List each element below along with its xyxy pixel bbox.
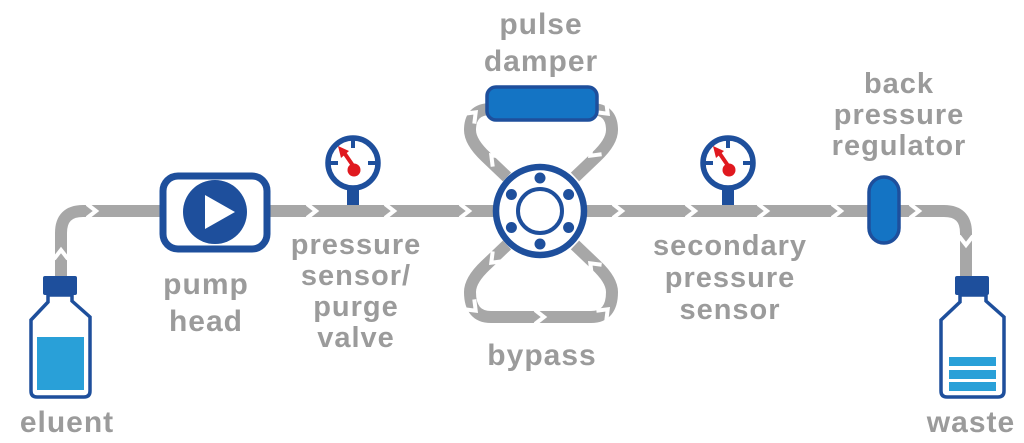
play-icon [205, 195, 235, 229]
label-back-pressure-regulator: back pressure regulator [831, 68, 967, 162]
chevron-arrow-icon [488, 251, 503, 266]
gauge-ticks [704, 139, 752, 165]
bottle-body [939, 293, 1006, 399]
chevron-arrow-icon [464, 299, 479, 314]
gauge-ticks [329, 139, 377, 165]
pulse-damper-icon [485, 85, 599, 122]
gauge-needle-arrowhead [713, 146, 724, 158]
eluent-bottle-icon [29, 276, 92, 399]
chevron-arrow-icon [533, 308, 548, 326]
chevron-arrow-icon [830, 202, 845, 220]
label-waste: waste [926, 406, 1016, 439]
valve-bolt [563, 222, 575, 233]
chevron-arrow-icon [908, 202, 923, 220]
chevron-arrow-icon [85, 202, 100, 220]
chevron-arrow-icon [684, 202, 699, 220]
gauge-needle-arrowhead [338, 146, 349, 158]
valve-bolt [505, 189, 517, 200]
pressure-gauge-icon [325, 135, 381, 191]
chevron-arrow-icon [305, 202, 320, 220]
liquid-fill [37, 337, 84, 390]
valve-flange [492, 163, 588, 259]
valve-bore [516, 187, 564, 235]
gauge-needle-hub [722, 163, 736, 177]
label-bypass: bypass [487, 339, 597, 372]
waste-stripe [949, 357, 996, 366]
flow-direction-arrows [52, 102, 975, 326]
waste-bottle-icon [939, 276, 1006, 399]
gauge-needle-hub [347, 163, 361, 177]
back-pressure-regulator-icon [867, 175, 901, 245]
chevron-arrow-icon [587, 144, 602, 159]
valve-bolt [563, 189, 575, 200]
label-pump-head: pump head [163, 268, 249, 338]
bottle-cap [43, 276, 77, 295]
waste-stripe [949, 382, 996, 391]
chevron-arrow-icon [596, 102, 611, 117]
chevron-arrow-icon [52, 246, 70, 261]
bypass-valve-icon [492, 163, 588, 259]
chevron-arrow-icon [458, 202, 473, 220]
label-pressure-sensor-purge-valve: pressure sensor/ purge valve [290, 229, 422, 354]
valve-bolt [534, 238, 546, 250]
chevron-arrow-icon [464, 109, 479, 124]
valve-bolt [534, 172, 546, 184]
secondary-pressure-gauge-icon [700, 135, 756, 191]
chevron-arrow-icon [756, 202, 771, 220]
label-secondary-pressure-sensor: secondary pressure sensor [652, 230, 808, 326]
chevron-arrow-icon [596, 306, 611, 321]
chevron-arrow-icon [587, 260, 602, 275]
valve-bolt [505, 222, 517, 233]
waste-stripe [949, 370, 996, 379]
chevron-arrow-icon [383, 202, 398, 220]
chevron-arrow-icon [488, 152, 503, 167]
label-eluent: eluent [19, 406, 115, 439]
chevron-arrow-icon [611, 202, 626, 220]
pump-head-icon [159, 172, 271, 253]
label-pulse-damper: pulse damper [483, 8, 599, 78]
chevron-arrow-icon [957, 234, 975, 249]
bottle-cap [955, 276, 989, 295]
